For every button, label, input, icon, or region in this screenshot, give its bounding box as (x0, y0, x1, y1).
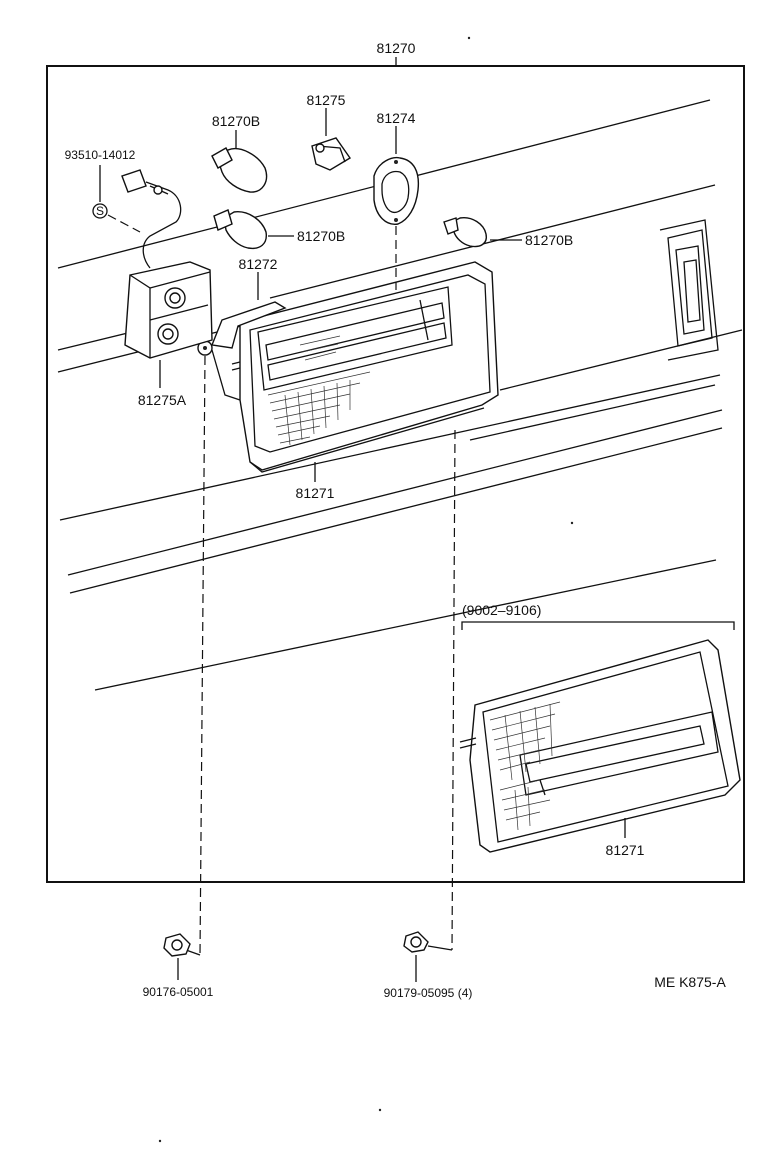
label-bulb-middle: 81270B (297, 228, 345, 244)
body-panel-lines (57, 99, 743, 691)
assembly-label: 81270 (377, 40, 416, 56)
label-bracket: 81272 (239, 256, 278, 272)
socket (311, 137, 352, 171)
label-bulb-right: 81270B (525, 232, 573, 248)
lens-grille-texture (267, 335, 371, 446)
connector (121, 169, 182, 269)
lens-alt (459, 639, 741, 853)
nut-left (163, 933, 191, 957)
lens-main (231, 261, 499, 473)
nut-right (403, 931, 429, 953)
label-lens-alt: 81271 (606, 842, 645, 858)
connector-symbol-circle (92, 203, 108, 219)
label-socket: 81275 (307, 92, 346, 108)
bulb-top (211, 147, 268, 193)
gasket (373, 156, 420, 225)
side-reflector (667, 229, 713, 347)
lens-alt-grille-texture (489, 701, 561, 831)
bracket (197, 301, 287, 401)
label-gasket: 81274 (377, 110, 416, 126)
label-socket-assembly: 81275A (138, 392, 187, 408)
period-bracket (461, 621, 735, 630)
socket-assembly (124, 261, 213, 359)
bulb-middle (213, 209, 267, 250)
connector-symbol: S (96, 204, 104, 218)
label-nut-left: 90176-05001 (143, 985, 214, 999)
label-nut-right: 90179-05095 (4) (384, 986, 473, 1000)
bulb-right (443, 217, 487, 248)
label-connector: 93510-14012 (65, 148, 136, 162)
label-bulb-top: 81270B (212, 113, 260, 129)
label-period: (9002–9106) (462, 602, 541, 618)
figure-code: ME K875-A (654, 974, 726, 990)
label-lens-main: 81271 (296, 485, 335, 501)
